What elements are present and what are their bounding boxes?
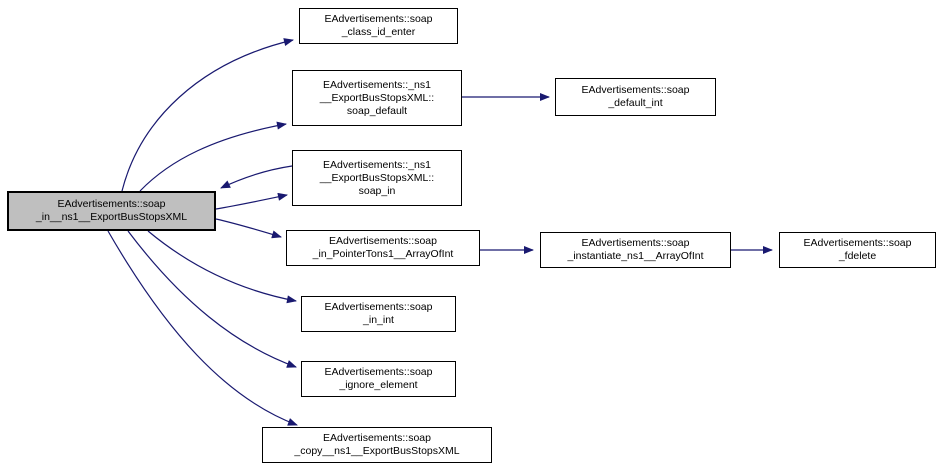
edge-main-to-in-pointer bbox=[215, 218, 282, 239]
node-soap-in-int[interactable]: EAdvertisements::soap _in_int bbox=[301, 296, 456, 332]
node-soap-fdelete[interactable]: EAdvertisements::soap _fdelete bbox=[779, 232, 936, 268]
node-ns1-exportbusstopsxml-soap-default[interactable]: EAdvertisements::_ns1 __ExportBusStopsXM… bbox=[292, 70, 462, 126]
node-soap-default-int[interactable]: EAdvertisements::soap _default_int bbox=[555, 78, 716, 116]
edge-main-to-soap-default bbox=[139, 121, 287, 192]
node-soap-instantiate-ns1-arrayofint[interactable]: EAdvertisements::soap _instantiate_ns1__… bbox=[540, 232, 731, 268]
edge-main-to-class-id-enter bbox=[121, 38, 294, 192]
node-soap-copy-ns1-exportbusstopsxml[interactable]: EAdvertisements::soap _copy__ns1__Export… bbox=[262, 427, 492, 463]
node-soap-in-pointertons1-arrayofint[interactable]: EAdvertisements::soap _in_PointerTons1__… bbox=[286, 230, 480, 266]
edge-main-to-ignore-element bbox=[127, 230, 297, 368]
node-ns1-exportbusstopsxml-soap-in[interactable]: EAdvertisements::_ns1 __ExportBusStopsXM… bbox=[292, 150, 462, 206]
node-soap-class-id-enter[interactable]: EAdvertisements::soap _class_id_enter bbox=[299, 8, 458, 44]
edge-soap-in-to-main bbox=[220, 165, 293, 189]
edge-main-to-copy bbox=[107, 230, 298, 426]
edge-main-to-in-int bbox=[147, 230, 297, 304]
edge-main-to-soap-in bbox=[215, 192, 288, 210]
node-soap-in-ns1-exportbusstopsxml[interactable]: EAdvertisements::soap _in__ns1__ExportBu… bbox=[7, 191, 216, 231]
node-soap-ignore-element[interactable]: EAdvertisements::soap _ignore_element bbox=[301, 361, 456, 397]
